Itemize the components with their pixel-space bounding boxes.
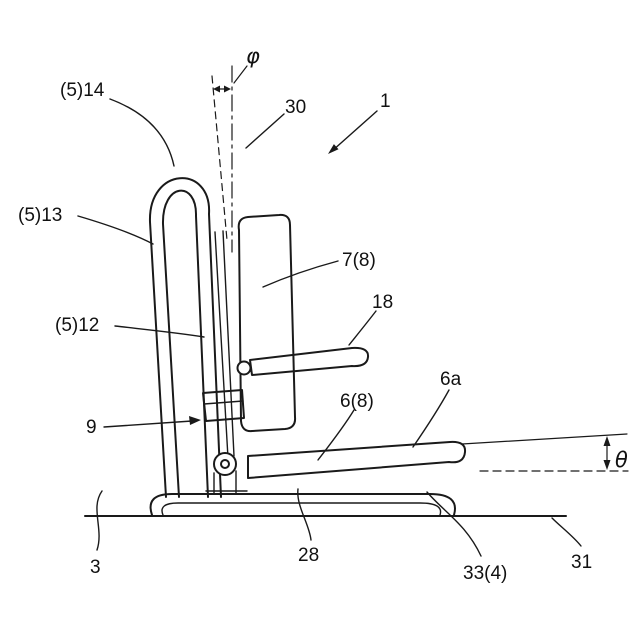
post-line-right (222, 230, 235, 457)
slider-clamp-line (203, 400, 244, 405)
leader-28 (297, 488, 312, 541)
leader-30 (245, 113, 285, 149)
base-plate-outer (149, 493, 456, 516)
phi-leader (233, 65, 248, 84)
leader-1-arrowhead (328, 144, 339, 154)
phi-arrowhead-right (224, 85, 231, 93)
reference-labels: φ 30 1 (5)14 (5)13 (5)12 7(8) 18 6a 6(8)… (18, 44, 628, 584)
backrest-panel (237, 213, 297, 433)
drawing-structure (84, 177, 567, 517)
leader-5-12 (114, 325, 205, 338)
pivot-hub-inner (220, 459, 230, 469)
leader-1 (331, 110, 378, 152)
theta-arrowhead-down (603, 460, 611, 470)
label-7-8: 7(8) (342, 250, 376, 271)
label-3: 3 (90, 557, 101, 578)
backrest-frame-outer (148, 177, 222, 498)
armrest-pivot (236, 360, 252, 376)
leader-18 (348, 310, 377, 346)
label-5-12: (5)12 (55, 315, 99, 336)
axis-lines (211, 65, 629, 472)
leader-5-14 (109, 98, 175, 167)
backrest-axis-dashed (211, 75, 228, 241)
angle-annotations (213, 65, 611, 470)
leader-33-4 (426, 491, 482, 557)
label-1: 1 (380, 91, 391, 112)
leader-7-8 (262, 260, 339, 288)
slider-clamp (202, 389, 245, 422)
label-5-13: (5)13 (18, 205, 62, 226)
leader-5-13 (77, 215, 154, 245)
armrest (249, 346, 370, 376)
label-9: 9 (86, 417, 97, 438)
leader-9 (103, 420, 193, 428)
pivot-hub-outer (213, 452, 237, 476)
leader-3 (96, 490, 103, 551)
leader-6a (412, 389, 450, 448)
label-30: 30 (285, 97, 306, 118)
label-18: 18 (372, 292, 393, 313)
label-theta: θ (615, 448, 628, 472)
label-28: 28 (298, 545, 319, 566)
leader-9-arrowhead (189, 416, 201, 425)
theta-arrowhead-up (603, 436, 611, 446)
backrest-frame-inner (161, 189, 209, 498)
seat (247, 440, 467, 479)
label-6-8: 6(8) (340, 391, 374, 412)
label-6a: 6a (440, 369, 462, 390)
label-31: 31 (571, 552, 592, 573)
leader-31 (551, 517, 582, 547)
label-5-14: (5)14 (60, 80, 105, 101)
phi-arrowhead-left (213, 85, 220, 93)
leader-lines (77, 98, 582, 557)
label-33-4: 33(4) (463, 563, 507, 584)
leader-6-8 (317, 409, 355, 461)
label-phi: φ (246, 44, 260, 68)
seat-extension-line (461, 433, 628, 445)
